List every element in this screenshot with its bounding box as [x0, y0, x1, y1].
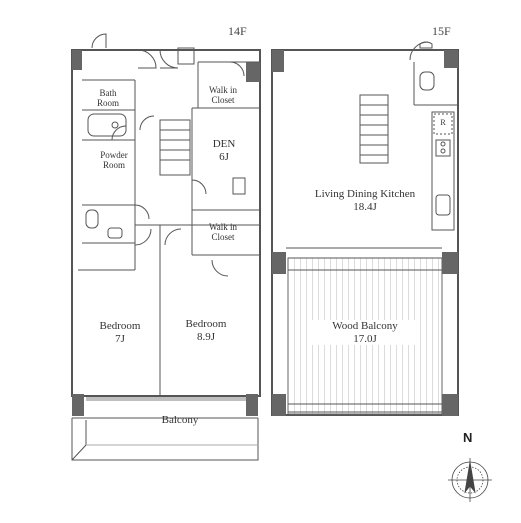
room-bedroom-2-name: Bedroom — [185, 318, 227, 330]
room-bedroom-1-size: 7J — [115, 332, 125, 345]
north-label: N — [463, 430, 473, 445]
room-powder: Powder Room — [94, 150, 134, 171]
compass — [448, 458, 492, 502]
room-wood-balcony-name: Wood Balcony — [332, 320, 398, 332]
room-ldk-size: 18.4J — [353, 200, 377, 213]
room-walk-in-closet-mid-name: Walk in Closet — [208, 222, 238, 243]
room-ldk-name: Living Dining Kitchen — [314, 188, 416, 200]
room-den-name: DEN — [212, 138, 236, 150]
room-powder-name: Powder Room — [100, 150, 128, 171]
room-den: DEN 6J — [202, 138, 246, 163]
floor-14f — [71, 33, 261, 461]
room-balcony: Balcony — [161, 414, 199, 426]
room-bath: Bath Room — [86, 88, 130, 109]
room-bedroom-2: Bedroom 8.9J — [176, 318, 236, 343]
refrigerator-label: R — [440, 118, 446, 127]
room-bedroom-1: Bedroom 7J — [90, 320, 150, 345]
room-bedroom-1-name: Bedroom — [99, 320, 141, 332]
floor-15f — [271, 41, 459, 416]
room-walk-in-closet-top-name: Walk in Closet — [208, 85, 238, 106]
room-bath-name: Bath Room — [96, 88, 119, 109]
room-walk-in-closet-mid: Walk in Closet — [203, 222, 243, 243]
floor-label-15f: 15F — [432, 24, 451, 38]
room-ldk: Living Dining Kitchen 18.4J — [300, 188, 430, 213]
room-bedroom-2-size: 8.9J — [196, 330, 216, 343]
floor-label-14f: 14F — [228, 24, 247, 38]
room-wood-balcony: Wood Balcony 17.0J — [310, 320, 420, 346]
room-den-size: 6J — [219, 150, 229, 163]
room-wood-balcony-size: 17.0J — [353, 332, 377, 345]
room-walk-in-closet-top: Walk in Closet — [203, 85, 243, 106]
